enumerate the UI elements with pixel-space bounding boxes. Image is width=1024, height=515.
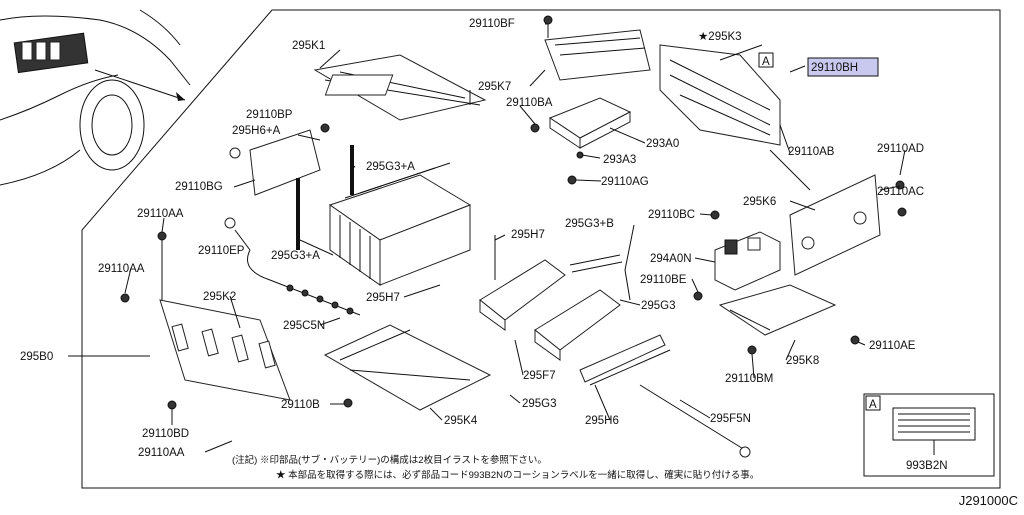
label-29110AA-1: 29110AA xyxy=(137,208,184,220)
part-295K8 xyxy=(718,284,860,355)
label-295G3B: 295G3+B xyxy=(565,218,614,230)
leader-lines xyxy=(68,23,935,455)
label-295K1: 295K1 xyxy=(292,40,325,52)
label-29110BG: 29110BG xyxy=(175,181,223,193)
label-295K2: 295K2 xyxy=(203,291,236,303)
label-295G3A-mid: 295G3+A xyxy=(271,250,320,262)
part-295K1 xyxy=(313,54,487,121)
part-295K4 xyxy=(323,324,492,411)
part-295K7 xyxy=(543,15,651,81)
part-labels: 29110BF 295K1 295K7 ★295K3 29110BH A 291… xyxy=(20,18,948,472)
label-295G3-2: 295G3 xyxy=(522,398,557,410)
note-line-2: ★ 本部品を取得する際には、必ず部品コード993B2Nのコーションラベルを一緒に… xyxy=(276,469,759,481)
label-293A0: 293A0 xyxy=(646,138,679,150)
diagram-frame xyxy=(81,9,1001,489)
part-295K3 xyxy=(659,44,781,146)
part-295C5N xyxy=(224,217,361,316)
label-box-a2: A xyxy=(869,399,877,411)
label-29110AG: 29110AG xyxy=(601,176,649,188)
highlight-29110BH xyxy=(807,57,879,77)
label-29110BP: 29110BP xyxy=(246,109,293,121)
label-29110AE: 29110AE xyxy=(869,340,916,352)
vehicle-locator xyxy=(0,9,191,186)
label-29110BF: 29110BF xyxy=(469,18,515,30)
diagram-code: J291000C xyxy=(958,493,1018,508)
label-29110EP: 29110EP xyxy=(198,245,245,257)
label-29110BD: 29110BD xyxy=(142,428,189,440)
label-29110AA-2: 29110AA xyxy=(98,263,145,275)
label-295G3-1: 295G3 xyxy=(641,300,676,312)
label-295K8: 295K8 xyxy=(786,355,819,367)
label-295H7-2: 295H7 xyxy=(366,292,400,304)
label-29110B: 29110B xyxy=(281,399,320,411)
part-battery-stack xyxy=(296,145,472,286)
label-box-a: A xyxy=(762,56,770,68)
inset-caution-label xyxy=(863,393,995,477)
label-295C5N: 295C5N xyxy=(283,320,325,332)
note-line-1: (注記) ※印部品(サブ・バッテリー)の構成は2枚目イラストを参照下さい。 xyxy=(232,454,547,466)
label-293A3: 293A3 xyxy=(603,154,636,166)
label-295H6A: 295H6+A xyxy=(232,125,281,137)
part-295H6 xyxy=(579,334,751,458)
label-295K4: 295K4 xyxy=(444,415,478,427)
label-294A0N: 294A0N xyxy=(650,253,692,265)
label-295K3: ★295K3 xyxy=(698,31,742,43)
label-295K6: 295K6 xyxy=(743,196,776,208)
label-29110BH: 29110BH xyxy=(811,62,858,74)
label-29110AD: 29110AD xyxy=(877,143,924,155)
part-294A0N xyxy=(693,210,781,301)
part-295K6 xyxy=(769,149,907,276)
label-295H7-1: 295H7 xyxy=(511,229,545,241)
label-295F5N: 295F5N xyxy=(710,413,751,425)
label-29110AB: 29110AB xyxy=(788,146,835,158)
label-295H6: 295H6 xyxy=(585,415,619,427)
label-295G3A-top: 295G3+A xyxy=(366,161,415,173)
part-sub-battery xyxy=(479,235,631,361)
label-29110BC: 29110BC xyxy=(648,209,695,221)
label-29110BA: 29110BA xyxy=(506,97,553,109)
label-29110BM: 29110BM xyxy=(725,373,773,385)
callout-box-a xyxy=(758,52,774,68)
label-295F7: 295F7 xyxy=(523,370,556,382)
label-295K7: 295K7 xyxy=(478,81,511,93)
part-295H6A xyxy=(229,123,330,196)
part-293A0 xyxy=(530,97,632,185)
part-295K2 xyxy=(120,231,291,410)
label-295B0: 295B0 xyxy=(20,351,53,363)
label-29110AC: 29110AC xyxy=(877,186,924,198)
label-29110BE: 29110BE xyxy=(640,274,687,286)
label-993B2N: 993B2N xyxy=(906,460,948,472)
label-29110AA-3: 29110AA xyxy=(138,447,185,459)
